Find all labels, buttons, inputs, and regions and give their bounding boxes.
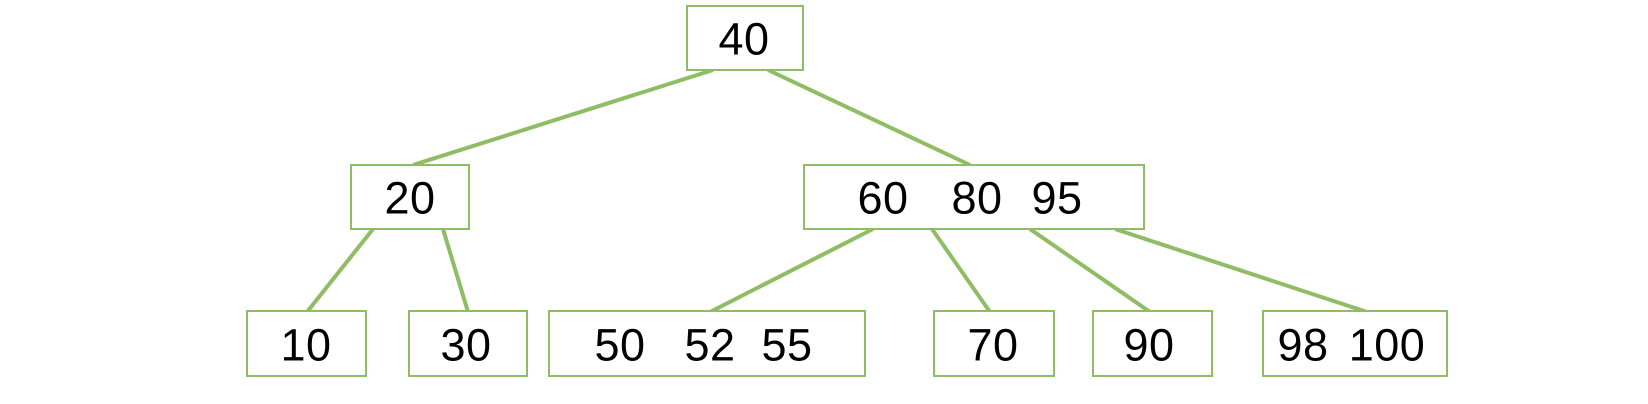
tree-key-70: 70 xyxy=(967,319,1019,370)
tree-key-95: 95 xyxy=(1031,172,1083,224)
tree-key-98: 98 xyxy=(1277,319,1329,370)
tree-key-40: 40 xyxy=(718,13,770,65)
tree-edge-60-80-95-to-70 xyxy=(930,227,992,314)
tree-key-60: 60 xyxy=(857,172,909,224)
tree-node-30 xyxy=(408,310,528,377)
tree-edge-60-80-95-to-98-100 xyxy=(1114,227,1368,314)
tree-node-70 xyxy=(933,310,1055,377)
tree-edge-20-to-30 xyxy=(441,228,470,313)
tree-edge-60-80-95-to-90 xyxy=(1028,227,1152,314)
tree-key-10: 10 xyxy=(280,319,332,370)
tree-node-50-52-55 xyxy=(548,310,866,377)
tree-node-10 xyxy=(246,310,367,377)
tree-key-80: 80 xyxy=(951,172,1003,224)
tree-edge-40-to-60-80-95 xyxy=(767,68,971,167)
tree-node-20 xyxy=(350,164,470,230)
tree-node-40 xyxy=(686,5,804,71)
tree-key-90: 90 xyxy=(1123,319,1175,370)
tree-node-98-100 xyxy=(1262,310,1448,377)
tree-node-60-80-95 xyxy=(803,164,1145,230)
tree-node-90 xyxy=(1092,310,1213,377)
tree-key-30: 30 xyxy=(440,319,492,370)
tree-edge-60-80-95-to-50-52-55 xyxy=(709,227,874,314)
tree-edge-20-to-10 xyxy=(305,227,375,314)
tree-key-20: 20 xyxy=(384,172,436,224)
tree-key-100: 100 xyxy=(1348,319,1426,370)
tree-key-50: 50 xyxy=(594,319,646,370)
tree-key-52: 52 xyxy=(684,319,736,370)
tree-edge-40-to-20 xyxy=(412,68,714,167)
tree-key-55: 55 xyxy=(761,319,813,370)
